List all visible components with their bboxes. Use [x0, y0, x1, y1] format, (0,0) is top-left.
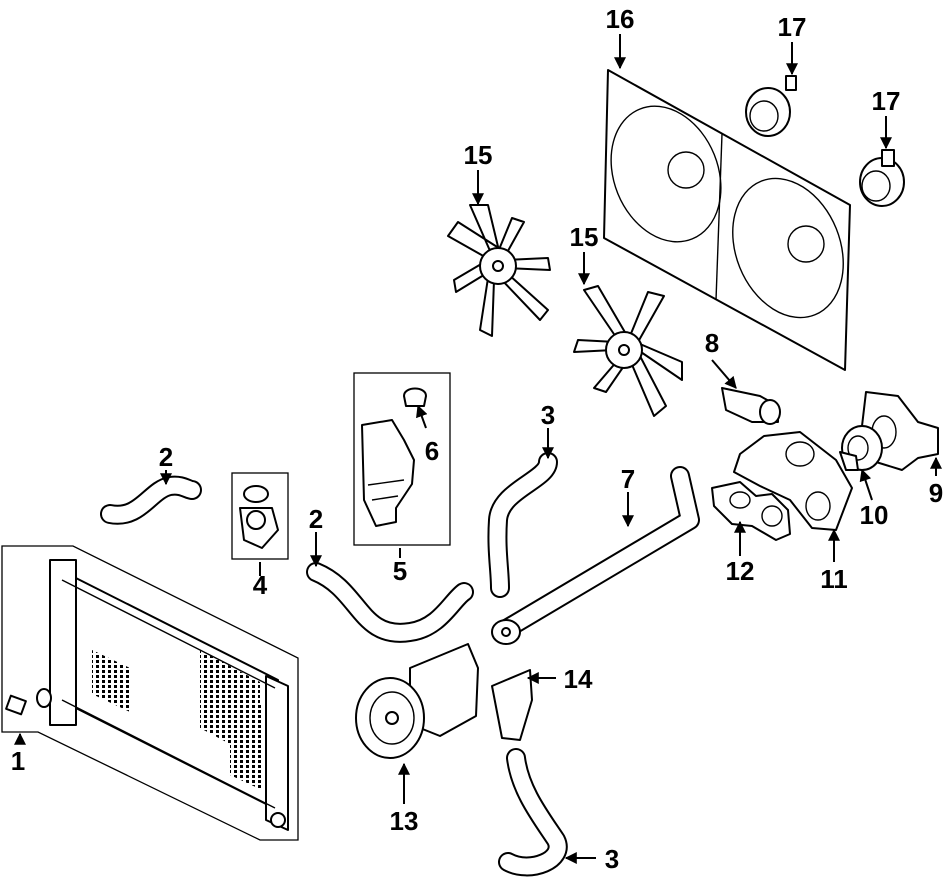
shroud-opening-left — [610, 105, 722, 243]
fan-shroud — [603, 69, 851, 371]
water-pump-gasket — [491, 669, 533, 741]
callout-9: 9 — [929, 478, 943, 508]
coolant-temp-sensor — [721, 387, 781, 425]
coolant-reservoir — [361, 419, 415, 527]
part-5-box — [353, 372, 451, 546]
radiator-hose-upper — [100, 475, 202, 525]
thermostat-housing — [733, 431, 853, 531]
callout-10: 10 — [860, 500, 889, 530]
callout-13: 13 — [390, 806, 419, 836]
callout-1: 1 — [11, 746, 25, 776]
fan-motor-upper — [745, 75, 797, 137]
radiator-assembly — [1, 545, 299, 841]
radiator-drain-washer — [36, 688, 52, 708]
callout-12: 12 — [726, 556, 755, 586]
radiator-drain-plug — [5, 694, 27, 716]
coolant-hose-upper — [487, 452, 558, 598]
radiator-hose-lower — [306, 562, 474, 643]
cooling-fan-right — [573, 285, 683, 417]
callout-17-lower: 17 — [872, 86, 901, 116]
callout-3-lower: 3 — [605, 844, 619, 874]
callout-4: 4 — [253, 570, 268, 600]
callout-6: 6 — [425, 436, 439, 466]
reservoir-cap — [403, 387, 427, 407]
thermostat — [839, 425, 883, 471]
thermostat-housing-small — [231, 472, 289, 560]
thermostat-gasket — [711, 481, 791, 541]
radiator-group-box — [1, 545, 299, 841]
callout-2-lower-hose: 2 — [309, 504, 323, 534]
callout-14: 14 — [564, 664, 593, 694]
callout-17-upper: 17 — [778, 12, 807, 42]
part-4-box — [231, 472, 289, 560]
water-pipe — [491, 466, 700, 645]
callout-7: 7 — [621, 464, 635, 494]
callout-15-right-fan: 15 — [570, 222, 599, 252]
coolant-hose-lower — [498, 748, 568, 877]
radiator-left-tank — [49, 559, 77, 726]
callout-3-upper: 3 — [541, 400, 555, 430]
radiator-fins — [92, 650, 262, 790]
callout-11: 11 — [820, 564, 848, 594]
radiator-right-tank — [265, 675, 289, 831]
coolant-reservoir-assembly — [353, 372, 451, 546]
callout-2-upper-hose: 2 — [159, 442, 173, 472]
callout-numbers: 1 2 2 3 3 4 5 6 7 8 9 10 11 12 13 14 15 … — [11, 4, 943, 874]
cooling-fan-left — [447, 204, 551, 337]
fan-motor-lower — [859, 149, 905, 207]
shroud-opening-right — [732, 177, 844, 319]
callout-15-left-fan: 15 — [464, 140, 493, 170]
callout-5: 5 — [393, 556, 407, 586]
leader-lines — [14, 34, 942, 864]
callout-8: 8 — [705, 328, 719, 358]
callout-16: 16 — [606, 4, 635, 34]
water-pump — [355, 643, 479, 759]
